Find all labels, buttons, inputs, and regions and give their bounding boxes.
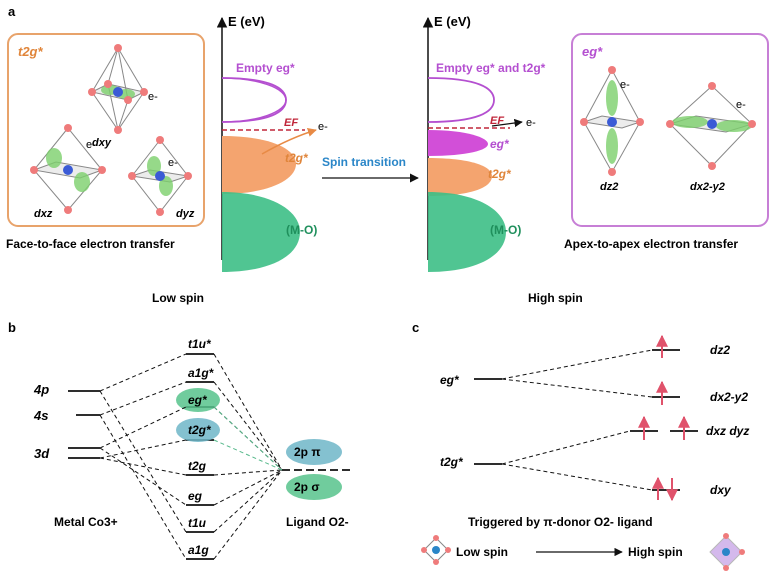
pi-correlation-line-2: [213, 406, 283, 471]
eg-band-high: [428, 130, 488, 156]
metal-level-4p: 4p: [33, 382, 49, 397]
panel-b-label: b: [8, 320, 16, 335]
fermi-label-low: EF: [284, 117, 298, 129]
eg-label-high: eg*: [490, 137, 510, 151]
mo-a1g-star: a1g*: [188, 366, 215, 380]
orbital-dyz-label: dyz: [176, 208, 195, 220]
mo-t1u: t1u: [188, 516, 207, 530]
empty-eg-label: Empty eg*: [236, 61, 295, 75]
spin-transition-label: Spin transition: [322, 155, 406, 169]
orbital-dxz-dyz-c: dxz dyz: [706, 424, 749, 438]
fermi-label-high: EF: [490, 115, 504, 127]
orbital-dz2-c: dz2: [710, 343, 730, 357]
mo-t2g-star: t2g*: [188, 423, 212, 437]
t2g-band-high: [428, 158, 492, 196]
electron-label-3: e-: [168, 157, 178, 169]
ligand-pi-ellipse: [286, 439, 342, 465]
electron-label-6: e-: [620, 79, 630, 91]
empty-eg-t2g-label: Empty eg* and t2g*: [436, 61, 546, 75]
correlation-lines: [99, 353, 283, 560]
high-spin-octahedron-icon: [709, 533, 745, 571]
split-lines: [501, 349, 653, 491]
t2g-label-high: t2g*: [488, 167, 512, 181]
orbital-dxy-c: dxy: [710, 483, 732, 497]
mo-t2g: t2g: [188, 459, 207, 473]
ligand-pi-label: 2p π: [294, 445, 321, 459]
metal-level-4s: 4s: [33, 408, 48, 423]
orbital-dz2-label: dz2: [600, 181, 618, 193]
electron-arrow-high: [491, 118, 523, 128]
electron-label-2: e-: [86, 139, 96, 151]
energy-axis-label: E (eV): [228, 14, 265, 29]
t2g-band-low: [222, 136, 296, 194]
empty-eg-band: [221, 77, 287, 123]
electron-label-4: e-: [318, 121, 328, 133]
empty-eg-curve: [221, 77, 287, 123]
octahedron-dxz-icon: [30, 124, 106, 214]
panel-a-label: a: [8, 4, 16, 19]
mo-eg-star: eg*: [188, 393, 208, 407]
ligand-sigma-label: 2p σ: [294, 480, 320, 494]
high-spin-caption: High spin: [528, 291, 583, 305]
mo-label-low: (M-O): [286, 223, 317, 237]
mo-t1u-star: t1u*: [188, 337, 212, 351]
mo-band-low: [222, 192, 300, 272]
ligand-sigma-ellipse: [286, 474, 342, 500]
orbital-dx2y2-label: dx2-y2: [690, 181, 725, 193]
low-spin-label-c: Low spin: [456, 545, 508, 559]
high-spin-label-c: High spin: [628, 545, 683, 559]
right-box-label: eg*: [582, 44, 603, 59]
low-spin-octahedron-icon: [421, 535, 451, 565]
eg-star-ellipse: [176, 388, 220, 412]
right-caption: Apex-to-apex electron transfer: [564, 237, 738, 251]
electron-label: e-: [148, 91, 158, 103]
t2g-label-low: t2g*: [285, 151, 309, 165]
octahedron-dx2y2-icon: [666, 82, 756, 170]
electron-arrow-low: [261, 128, 317, 155]
left-box-label: t2g*: [18, 44, 44, 59]
trigger-caption: Triggered by π-donor O2- ligand: [468, 515, 653, 529]
orbital-dxz-label: dxz: [34, 208, 53, 220]
electron-label-5: e-: [526, 117, 536, 129]
mo-band-high: [428, 192, 506, 272]
energy-axis-label-2: E (eV): [434, 14, 471, 29]
low-spin-caption: Low spin: [152, 291, 204, 305]
octahedron-dz2-icon: [580, 66, 644, 176]
metal-label: Metal Co3+: [54, 515, 118, 529]
orbital-dxy-label: dxy: [92, 137, 112, 149]
mo-label-high: (M-O): [490, 223, 521, 237]
t2g-star-ellipse: [176, 418, 220, 442]
panel-c-label: c: [412, 320, 419, 335]
mo-a1g: a1g: [188, 543, 209, 557]
metal-level-3d: 3d: [34, 446, 50, 461]
metal-levels: [68, 390, 100, 459]
left-caption: Face-to-face electron transfer: [6, 237, 175, 251]
mo-eg: eg: [188, 489, 203, 503]
empty-band-high: [427, 77, 495, 123]
eg-label-c: eg*: [440, 373, 460, 387]
right-eg-box: [571, 33, 769, 227]
spin-arrows: [638, 334, 690, 502]
pi-correlation-line: [213, 439, 283, 471]
octahedron-dyz-icon: [128, 136, 192, 216]
left-t2g-box: [7, 33, 205, 227]
ligand-label: Ligand O2-: [286, 515, 349, 529]
t2g-label-c: t2g*: [440, 455, 464, 469]
split-levels: [630, 349, 698, 491]
octahedron-dxy-icon: [88, 44, 148, 134]
orbital-dx2y2-c: dx2-y2: [710, 390, 748, 404]
electron-label-7: e-: [736, 99, 746, 111]
